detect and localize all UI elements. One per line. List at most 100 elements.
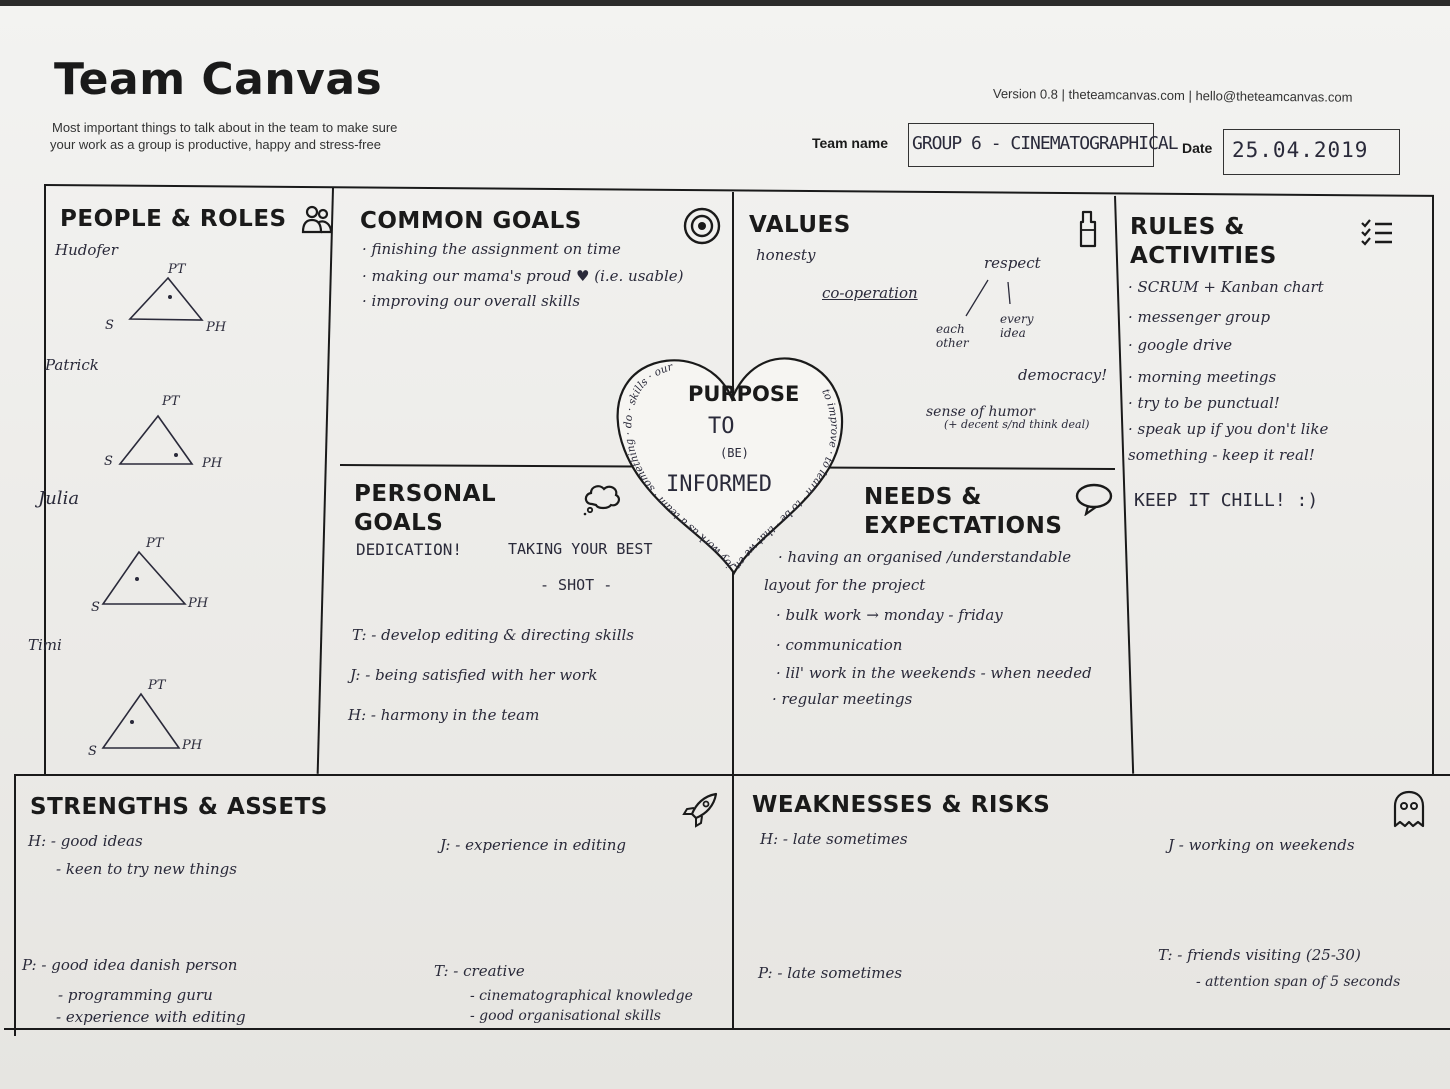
- grid-top: [43, 184, 1434, 197]
- member-name: Hudofer: [55, 241, 118, 259]
- needs-item: · lil' work in the weekends - when neede…: [776, 664, 1092, 682]
- rule-item: · messenger group: [1128, 308, 1271, 326]
- strength-t1: T: - creative: [434, 962, 525, 980]
- grid-left: [44, 184, 46, 774]
- role-right-label: PH: [206, 320, 227, 335]
- strengths-title: STRENGTHS & ASSETS: [30, 794, 328, 820]
- page-title: Team Canvas: [54, 54, 383, 105]
- common-goal-item: · improving our overall skills: [362, 292, 581, 310]
- member-name: Julia: [38, 488, 80, 509]
- personal-shot: - SHOT -: [540, 576, 613, 594]
- date-value: 25.04.2019: [1232, 138, 1369, 162]
- personal-goals-title-line-2: GOALS: [354, 510, 444, 536]
- target-icon: [683, 207, 721, 245]
- value-each-other: each other: [936, 322, 969, 350]
- strength-j1: J: - experience in editing: [440, 836, 627, 854]
- common-goal-item: · finishing the assignment on time: [362, 240, 621, 258]
- respect-branches: [965, 279, 1011, 317]
- personal-goal-item: H: - harmony in the team: [348, 706, 540, 724]
- purpose-informed: INFORMED: [666, 472, 772, 497]
- needs-title-line-1: NEEDS &: [864, 484, 982, 510]
- role-triangle: [101, 692, 181, 749]
- role-top-label: PT: [168, 262, 186, 277]
- needs-item: · regular meetings: [772, 690, 913, 708]
- weakness-h1: H: - late sometimes: [760, 830, 908, 848]
- ghost-icon: [1393, 790, 1425, 828]
- weakness-p1: P: - late sometimes: [758, 964, 903, 982]
- needs-item: layout for the project: [764, 576, 926, 594]
- grid-v1: [316, 188, 334, 774]
- rule-keep-it-chill: KEEP IT CHILL! :): [1134, 490, 1319, 511]
- personal-best: TAKING YOUR BEST: [508, 540, 653, 558]
- thought-bubble-icon: [583, 485, 620, 516]
- people-roles-title: PEOPLE & ROLES: [60, 206, 287, 232]
- role-left-label: S: [104, 454, 113, 469]
- role-left-label: S: [88, 744, 97, 759]
- value-respect: respect: [984, 254, 1041, 272]
- personal-goal-item: J: - being satisfied with her work: [350, 666, 598, 684]
- rule-item: · SCRUM + Kanban chart: [1128, 278, 1324, 296]
- weakness-t2: - attention span of 5 seconds: [1196, 974, 1401, 990]
- team-name-box: [908, 123, 1154, 167]
- value-democracy: democracy!: [1018, 366, 1108, 384]
- purpose-to: TO: [708, 414, 735, 439]
- needs-item: · communication: [776, 636, 903, 654]
- grid-left-lower: [14, 774, 16, 1036]
- rules-title-line-1: RULES &: [1130, 214, 1245, 240]
- personal-goals-title-line-1: PERSONAL: [354, 481, 497, 507]
- purpose-be: (BE): [720, 446, 749, 460]
- people-icon: [301, 205, 333, 234]
- role-triangle: [128, 276, 204, 321]
- member-name: Patrick: [45, 356, 99, 374]
- role-left-label: S: [91, 600, 100, 615]
- member-name: Timi: [28, 636, 62, 654]
- grid-v2: [732, 192, 734, 1030]
- rule-item: something - keep it real!: [1128, 446, 1315, 464]
- strength-p2: - programming guru: [58, 986, 213, 1004]
- team-name-value: GROUP 6 - CINEMATOGRAPHICAL: [912, 133, 1179, 154]
- checklist-icon: [1361, 219, 1392, 246]
- common-goals-title: COMMON GOALS: [360, 208, 582, 234]
- subtitle-line-2: your work as a group is productive, happ…: [50, 137, 381, 152]
- strength-t2: - cinematographical knowledge: [470, 988, 693, 1004]
- personal-goal-item: T: - develop editing & directing skills: [352, 626, 634, 644]
- personal-dedication: DEDICATION!: [356, 540, 462, 559]
- date-box: [1223, 129, 1400, 175]
- strength-h1: H: - good ideas: [28, 832, 143, 850]
- speech-bubble-icon: [1075, 483, 1113, 516]
- role-right-label: PH: [202, 456, 223, 471]
- needs-item: · having an organised /understandable: [778, 548, 1072, 566]
- thumbs-up-icon: [1079, 210, 1097, 248]
- canvas-sheet: Team Canvas Most important things to tal…: [0, 6, 1450, 1089]
- grid-right: [1432, 195, 1434, 775]
- rules-title-line-2: ACTIVITIES: [1130, 243, 1277, 269]
- role-top-label: PT: [162, 394, 180, 409]
- value-humor: sense of humor: [926, 404, 1035, 420]
- value-every-idea: every idea: [1000, 312, 1034, 340]
- meta-info: Version 0.8 | theteamcanvas.com | hello@…: [992, 86, 1353, 105]
- weaknesses-title: WEAKNESSES & RISKS: [752, 792, 1051, 818]
- date-label: Date: [1182, 140, 1213, 156]
- purpose-ring-text: to improve · to learn · to be · that we …: [622, 361, 840, 573]
- rocket-icon: [682, 792, 718, 828]
- strength-t3: - good organisational skills: [470, 1008, 661, 1024]
- role-triangle: [101, 550, 187, 605]
- strength-p3: - experience with editing: [56, 1008, 246, 1026]
- needs-title-line-2: EXPECTATIONS: [864, 513, 1063, 539]
- strength-p1: P: - good idea danish person: [22, 956, 238, 974]
- role-right-label: PH: [182, 738, 203, 753]
- common-goal-item: · making our mama's proud ♥ (i.e. usable…: [362, 267, 684, 285]
- weakness-t1: T: - friends visiting (25-30): [1158, 946, 1361, 964]
- subtitle-line-1: Most important things to talk about in t…: [52, 120, 398, 135]
- role-triangle: [118, 414, 194, 465]
- strength-h2: - keen to try new things: [56, 860, 237, 878]
- value-humor-note: (+ decent s/nd think deal): [944, 418, 1090, 431]
- values-title: VALUES: [749, 212, 851, 238]
- purpose-heart: [616, 357, 844, 576]
- role-right-label: PH: [188, 596, 209, 611]
- weakness-j1: J - working on weekends: [1168, 836, 1355, 854]
- rule-item: · speak up if you don't like: [1128, 420, 1329, 438]
- value-honesty: honesty: [756, 246, 816, 264]
- team-name-label: Team name: [812, 135, 888, 151]
- svg-text:to improve · to learn · to be: to improve · to learn · to be · that we …: [622, 361, 840, 573]
